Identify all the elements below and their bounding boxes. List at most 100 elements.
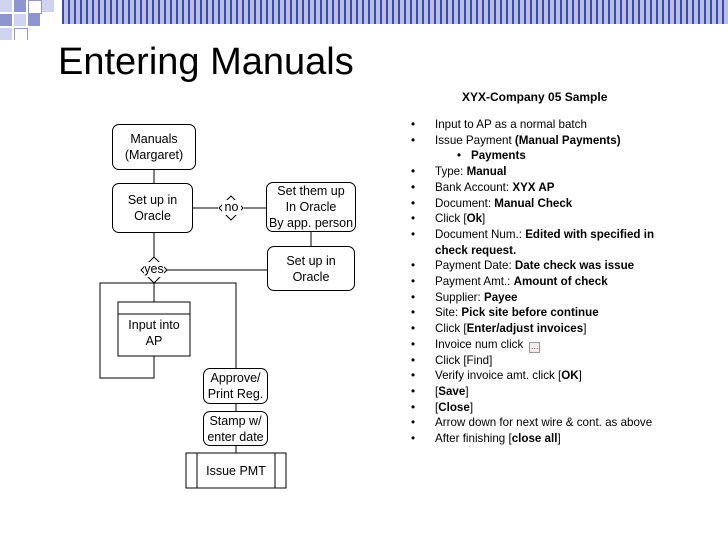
bullet-marker: • bbox=[411, 197, 416, 210]
step-item: Issue Payment (Manual Payments) bbox=[435, 134, 621, 148]
step-item: [Save] bbox=[435, 385, 469, 399]
bullet-marker: • bbox=[457, 149, 462, 162]
manuals-node: Manuals (Margaret) bbox=[112, 124, 196, 170]
banner-square bbox=[28, 14, 40, 26]
step-text: Document: bbox=[435, 197, 495, 210]
step-item: Input to AP as a normal batch bbox=[435, 118, 587, 132]
banner-square bbox=[14, 0, 26, 12]
step-item: Payment Amt.: Amount of check bbox=[435, 275, 608, 289]
step-emphasis: Payee bbox=[483, 291, 518, 304]
bullet-marker: • bbox=[411, 275, 416, 288]
step-emphasis: Manual bbox=[466, 165, 507, 178]
bullet-marker: • bbox=[411, 118, 416, 131]
bullet-marker: • bbox=[411, 322, 416, 335]
decision-yes-label: yes bbox=[144, 262, 164, 277]
steps-title: XYX-Company 05 Sample bbox=[462, 90, 608, 104]
step-emphasis: Edited with specified in bbox=[525, 228, 655, 241]
step-item: Supplier: Payee bbox=[435, 291, 518, 305]
bullet-marker: • bbox=[411, 401, 416, 414]
step-text: Click [Find] bbox=[435, 354, 493, 367]
step-item: Bank Account: XYX AP bbox=[435, 181, 554, 195]
step-text: Site: bbox=[435, 306, 462, 319]
step-item: Document Num.: Edited with specified in bbox=[435, 228, 654, 242]
bullet-marker: • bbox=[411, 291, 416, 304]
issue-pmt-box bbox=[185, 452, 287, 489]
step-emphasis: Amount of check bbox=[513, 275, 608, 288]
step-item: Type: Manual bbox=[435, 165, 507, 179]
step-emphasis: Save bbox=[438, 385, 466, 398]
step-text: [ bbox=[435, 401, 439, 414]
step-item: Site: Pick site before continue bbox=[435, 306, 599, 320]
bullet-marker: • bbox=[411, 165, 416, 178]
step-text: Issue Payment bbox=[435, 134, 515, 147]
banner-square bbox=[14, 14, 26, 26]
step-emphasis: Ok bbox=[466, 212, 483, 225]
banner-square bbox=[28, 0, 42, 14]
lov-button-icon[interactable]: … bbox=[529, 342, 541, 353]
step-item: Verify invoice amt. click [OK] bbox=[435, 369, 582, 383]
bullet-marker: • bbox=[411, 134, 416, 147]
step-text: Arrow down for next wire & cont. as abov… bbox=[435, 416, 653, 429]
input-process-box bbox=[117, 301, 191, 357]
bullet-marker: • bbox=[411, 228, 416, 241]
step-text: Verify invoice amt. click [ bbox=[435, 369, 562, 382]
bullet-marker: • bbox=[411, 259, 416, 272]
step-emphasis: close all bbox=[511, 432, 558, 445]
banner-square bbox=[42, 0, 54, 12]
bullet-marker: • bbox=[411, 181, 416, 194]
step-text: Click [ bbox=[435, 322, 467, 335]
step-text: Type: bbox=[435, 165, 467, 178]
input-into-ap-label: Input into AP bbox=[128, 318, 180, 348]
step-text: Payment Amt.: bbox=[435, 275, 514, 288]
setup-in-oracle-2-node: Set up in Oracle bbox=[267, 246, 355, 291]
bullet-marker: • bbox=[411, 416, 416, 429]
setup-in-oracle-node: Set up in Oracle bbox=[112, 183, 193, 233]
bullet-marker: • bbox=[411, 369, 416, 382]
bullet-marker: • bbox=[411, 306, 416, 319]
decision-no-label: no bbox=[222, 200, 241, 215]
step-item: After finishing [close all] bbox=[435, 432, 561, 446]
step-text: ] bbox=[465, 385, 469, 398]
bullet-marker: • bbox=[411, 338, 416, 351]
step-emphasis: OK bbox=[561, 369, 579, 382]
step-text: Document Num.: bbox=[435, 228, 526, 241]
set-them-up-node: Set them up In Oracle By app. person bbox=[266, 182, 356, 232]
step-text: ] bbox=[469, 401, 474, 414]
step-text: Invoice num click bbox=[435, 338, 524, 351]
banner-square bbox=[14, 28, 28, 40]
slide-title: Entering Manuals bbox=[58, 41, 354, 83]
step-item: Payments bbox=[471, 149, 526, 163]
step-item: Payment Date: Date check was issue bbox=[435, 259, 634, 273]
step-emphasis: (Manual Payments) bbox=[514, 134, 621, 147]
approve-print-node: Approve/ Print Reg. bbox=[203, 368, 268, 404]
step-text: Payment Date: bbox=[435, 259, 515, 272]
issue-pmt-label: Issue PMT bbox=[206, 464, 266, 478]
step-emphasis: Payments bbox=[471, 149, 526, 162]
step-item: Click [Enter/adjust invoices] bbox=[435, 322, 586, 336]
step-emphasis: check request. bbox=[435, 244, 517, 257]
step-text: Supplier: bbox=[435, 291, 484, 304]
step-emphasis: Pick site before continue bbox=[461, 306, 599, 319]
header-banner bbox=[0, 0, 728, 40]
step-item: Arrow down for next wire & cont. as abov… bbox=[435, 416, 652, 430]
step-text: Input to AP as a normal batch bbox=[435, 118, 587, 131]
step-item: Click [Ok] bbox=[435, 212, 485, 226]
stamp-node: Stamp w/ enter date bbox=[203, 411, 268, 446]
step-text: ] bbox=[583, 322, 587, 335]
step-text: After finishing [ bbox=[435, 432, 512, 445]
step-text: [ bbox=[435, 385, 439, 398]
banner-square bbox=[0, 14, 12, 26]
banner-square bbox=[0, 28, 12, 40]
step-text: ] bbox=[578, 369, 582, 382]
bullet-marker: • bbox=[411, 432, 416, 445]
step-emphasis: XYX AP bbox=[512, 181, 555, 194]
step-item: Invoice num click … bbox=[435, 338, 541, 353]
step-item: Document: Manual Check bbox=[435, 197, 572, 211]
banner-square bbox=[0, 0, 12, 12]
step-item: check request. bbox=[435, 244, 516, 258]
bullet-marker: • bbox=[411, 212, 416, 225]
step-text: ] bbox=[557, 432, 561, 445]
step-text: Bank Account: bbox=[435, 181, 513, 194]
connector-line bbox=[154, 282, 237, 368]
